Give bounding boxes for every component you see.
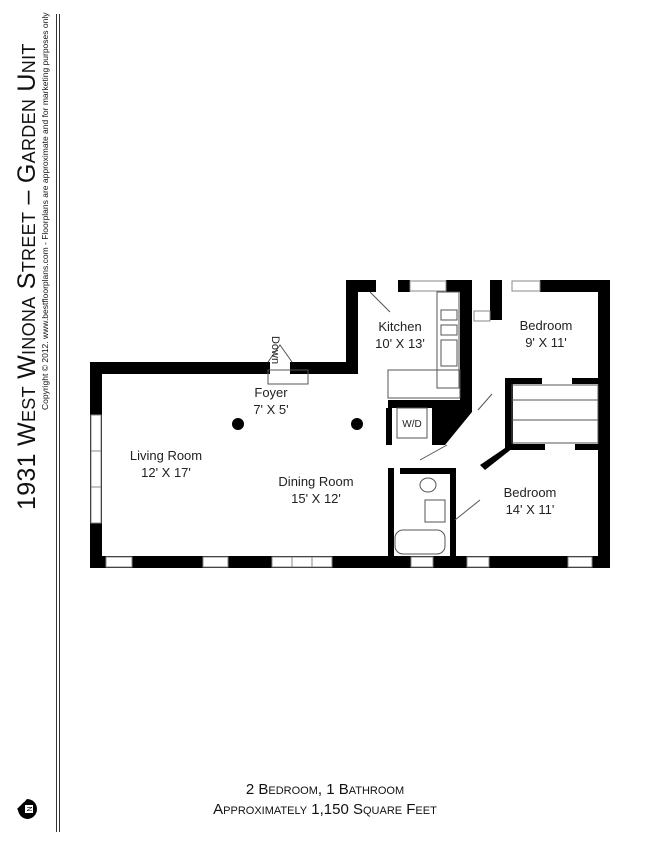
north-arrow-icon: N bbox=[17, 799, 37, 819]
foyer-size: 7' X 5' bbox=[253, 402, 288, 417]
living-room-name: Living Room bbox=[130, 448, 202, 463]
divider-line bbox=[59, 14, 60, 832]
fixtures bbox=[267, 291, 599, 555]
bedroom2-size: 14' X 11' bbox=[506, 502, 555, 517]
dining-room-size: 15' X 12' bbox=[291, 491, 341, 506]
foyer-name: Foyer bbox=[254, 385, 288, 400]
bedroom2-name: Bedroom bbox=[504, 485, 557, 500]
washer-dryer-label: W/D bbox=[402, 419, 421, 430]
windows bbox=[90, 280, 593, 568]
stairs-down-label: Down bbox=[269, 336, 281, 364]
dining-room-name: Dining Room bbox=[278, 474, 353, 489]
square-footage: Approximately 1,150 Square Feet bbox=[213, 801, 437, 818]
kitchen-size: 10' X 13' bbox=[375, 336, 425, 351]
living-room-size: 12' X 17' bbox=[141, 465, 191, 480]
bedroom1-size: 9' X 11' bbox=[525, 335, 567, 350]
north-label: N bbox=[27, 806, 34, 811]
bedroom1-name: Bedroom bbox=[520, 318, 573, 333]
kitchen-name: Kitchen bbox=[378, 319, 421, 334]
unit-summary: 2 Bedroom, 1 Bathroom bbox=[245, 781, 405, 798]
divider-line bbox=[56, 14, 57, 832]
